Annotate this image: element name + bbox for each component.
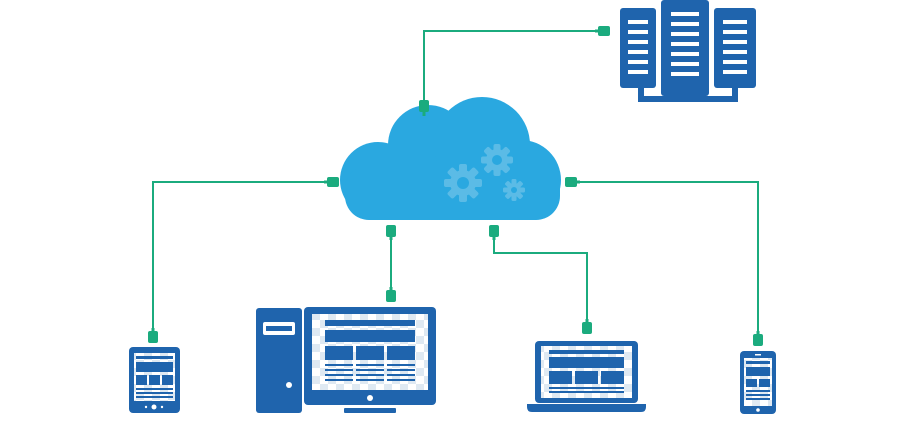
connector-plug-icon [753,331,763,346]
connector-plug-icon [386,225,396,240]
connector-plugs [148,26,763,346]
gear-small [503,179,525,201]
connector-plug-icon [595,26,610,36]
laptop-icon [527,341,646,412]
smartphone-icon [740,351,776,414]
connector-plug-icon [419,100,429,116]
tablet-icon [129,347,180,413]
connector-plug-icon [582,319,592,334]
connector-plug-icon [386,287,396,302]
connector-plug-icon [565,177,580,187]
gear-medium [481,144,513,176]
line-cloud-to-laptop [493,234,588,322]
line-cloud-to-server [423,30,600,104]
server-rack-icon [620,0,756,102]
cloud-icon [340,97,561,220]
connector-plug-icon [489,225,499,240]
connection-lines [152,30,759,336]
gear-large [444,164,482,202]
connector-plug-icon [148,328,158,343]
connector-plug-icon [324,177,339,187]
line-cloud-to-phone [577,181,759,336]
line-cloud-to-tablet [152,181,330,333]
gears-icon [444,144,525,202]
desktop-computer-icon [256,307,436,413]
